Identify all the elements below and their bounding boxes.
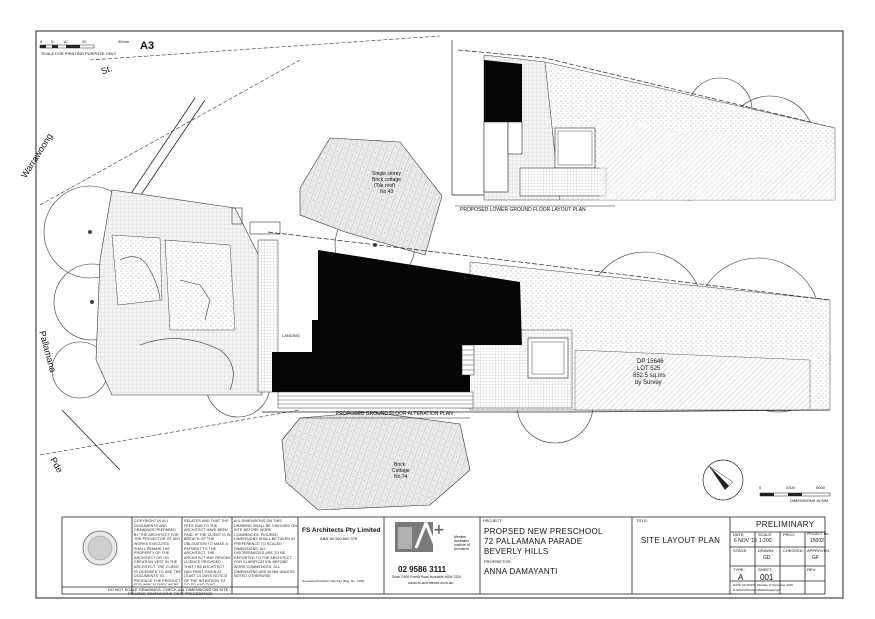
scale-tick-20: 20 xyxy=(82,39,87,44)
cottage-43-line-2: Brick cottage xyxy=(372,177,401,183)
nominated-architect: Nominated Architect: Ray Kan (Reg. No. 7… xyxy=(302,579,365,583)
file-path: D:\Work\15\works\15002\Drawings\... xyxy=(733,588,783,592)
figured-dims-note: FIGURED DIMENSIONS TAKE PRECEDENCE xyxy=(128,591,213,596)
dimensions-note: ALL DIMENSIONS ON THIS DRAWING SHALL BE … xyxy=(234,519,297,579)
lower-ground-building xyxy=(484,60,522,122)
paper-size-label: A3 xyxy=(140,40,155,52)
firm-name: FS Architects Pty Limited xyxy=(302,527,381,534)
scale-note: SCALE FOR PRINTING PURPOSE ONLY xyxy=(41,51,117,56)
project-line-1: PROPSED NEW PRESCHOOL xyxy=(484,527,603,536)
date-label: DATE: xyxy=(733,532,745,537)
project-label: PROJECT: xyxy=(483,518,503,523)
type-value: A xyxy=(738,573,744,582)
firm-phone: 02 9586 3111 xyxy=(398,565,447,574)
cottage-43-line-4: No.43 xyxy=(380,189,394,195)
rev-label: REV: xyxy=(807,567,817,572)
street-boundary-lines xyxy=(39,35,441,456)
scale-label: SCALE: xyxy=(758,532,773,537)
scale-bar-caption: DIMENSIONS IN MM xyxy=(790,498,829,503)
aia-member-2: Australian xyxy=(454,539,470,543)
status-badge: PRELIMINARY xyxy=(756,520,815,529)
firm-address: Suite 7/408 Forest Road Hurstville NSW 2… xyxy=(392,575,461,579)
checked-label: CHECKED: xyxy=(783,548,804,553)
proprietor-label: PROPRIETOR: xyxy=(484,559,512,564)
project-line-3: BEVERLY HILLS xyxy=(484,547,549,556)
cottage-74-roof xyxy=(281,411,471,511)
lot-info-1: DP 15646 xyxy=(637,359,664,365)
approved-value: GF xyxy=(812,555,819,561)
lot-info-3: 852.5 sq.ms xyxy=(633,373,666,379)
do-not-scale-note: DO NOT SCALE DRAWINGS. CHECK ALL DIMENSI… xyxy=(108,587,230,592)
title-label: TITLE: xyxy=(636,518,649,523)
drawn-label: DRAWN: xyxy=(758,548,775,553)
aia-member-1: Member xyxy=(454,535,467,539)
cottage-74-line-2: Cottage xyxy=(392,468,410,474)
lower-ground-plan-title: PROPOSED LOWER GROUND FLOOR LAYOUT PLAN xyxy=(460,207,586,213)
ground-floor-plan-title: PROPOSED GROUND FLOOR ALTERATION PLAN xyxy=(336,411,453,417)
date-value: 6 NOV '15 xyxy=(734,538,757,544)
sheet-value: 001 xyxy=(760,573,774,582)
copyright-note: COPYRIGHT IN ALL DOCUMENTS AND DRAWINGS … xyxy=(134,519,181,585)
title-block-frame xyxy=(61,516,826,595)
cottage-74-line-1: Brick xyxy=(394,462,406,468)
scale-bar-tick-2000: 2000 xyxy=(786,485,795,490)
cottage-74-line-3: No.74 xyxy=(394,474,408,480)
lot-info-4: by Survey xyxy=(635,380,662,386)
north-arrow xyxy=(702,459,744,501)
scale-value: 1:200 xyxy=(759,538,772,544)
project-number: 15002 xyxy=(810,538,824,544)
scale-bar-tick-0: 0 xyxy=(759,485,762,490)
project-number-label: PROJECT No: xyxy=(807,532,829,536)
scale-tick-10: 10 xyxy=(63,39,68,44)
boundary-right xyxy=(267,231,831,301)
svg-text:+: + xyxy=(433,522,445,538)
cottage-43-roof xyxy=(299,137,443,256)
scale-tick-40: 40mm xyxy=(118,39,130,44)
fees-note: RELATES AND THAT THE FEES DUE TO THE ARC… xyxy=(184,519,231,585)
lot-info-2: LOT 525 xyxy=(637,366,661,372)
scale-tick-0: 0 xyxy=(40,39,43,44)
print-date: DATE OF PRINT: Monday, 9 November 2015 xyxy=(733,583,793,587)
stage-label: STAGE: xyxy=(733,548,748,553)
metric-scale-bar xyxy=(759,492,831,497)
drawing-title: SITE LAYOUT PLAN xyxy=(641,536,721,545)
cottage-43-line-3: (Tile roof) xyxy=(374,183,396,189)
scale-tick-5: 5 xyxy=(51,39,54,44)
proj-label: PROJ: xyxy=(783,532,795,537)
aia-logo: + xyxy=(395,518,445,552)
main-building-ground-floor xyxy=(272,250,522,392)
sheet-border xyxy=(35,30,844,599)
aia-member-4: Architects xyxy=(454,547,469,551)
project-line-2: 72 PALLAMANA PARADE xyxy=(484,537,583,546)
company-seal-logo xyxy=(82,530,118,566)
firm-abn: ABN 38 100 602 979 xyxy=(320,536,358,541)
cottage-43-line-1: Single storey xyxy=(372,171,401,177)
print-scale-bar xyxy=(39,44,95,49)
scale-bar-tick-5000: 5000 xyxy=(816,485,825,490)
drawn-value: GD xyxy=(763,555,771,561)
sheet-label: SHEET: xyxy=(758,567,773,572)
landing-label: LANDING xyxy=(282,333,300,338)
aia-member-3: Institute of xyxy=(454,543,470,547)
proprietor-name: ANNA DAMAYANTI xyxy=(484,567,558,576)
type-label: TYPE: xyxy=(733,567,745,572)
approved-label: APPROVED: xyxy=(807,548,831,553)
firm-website: www.fs-architects.com.au xyxy=(408,580,454,585)
lower-ground-inset xyxy=(451,40,836,201)
